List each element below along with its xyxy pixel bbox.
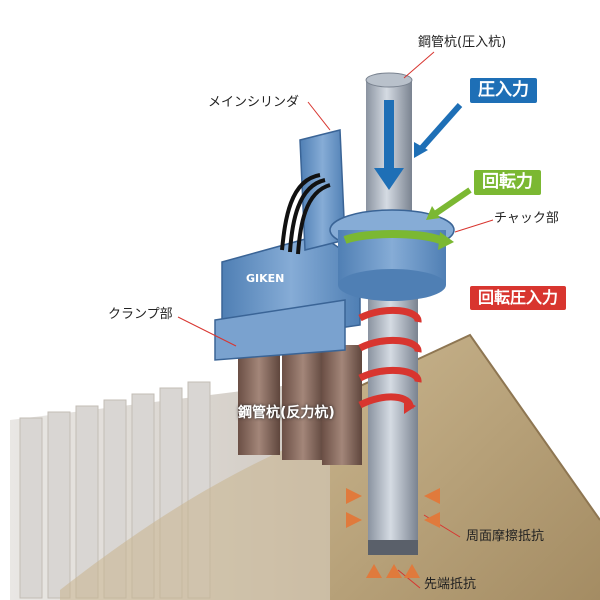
- rotary-spiral: [358, 306, 422, 409]
- label-tip-resistance: 先端抵抗: [424, 577, 477, 592]
- label-chuck: チャック部: [494, 211, 559, 226]
- spiral-arrowhead: [404, 400, 416, 414]
- rotation-arrow: [343, 187, 472, 250]
- tag-press-in-force: 圧入力: [470, 78, 537, 103]
- press-in-arrow: [374, 100, 463, 190]
- tip-resistance-arrows: [366, 564, 420, 578]
- reaction-piles: [238, 345, 362, 465]
- tag-rotary-press-in-force: 回転圧入力: [470, 286, 567, 310]
- label-main-cylinder: メインシリンダ: [208, 95, 300, 110]
- label-steel-pipe-pile: 鋼管杭(圧入杭): [418, 35, 507, 50]
- label-skin-friction: 周面摩擦抵抗: [466, 529, 545, 544]
- label-reaction-pile: 鋼管杭(反力杭): [238, 405, 335, 421]
- giken-logo: GIKEN: [246, 272, 284, 285]
- label-clamp: クランプ部: [108, 307, 173, 322]
- tag-rotation-force: 回転力: [474, 170, 541, 195]
- press-machine: [214, 129, 455, 361]
- skin-friction-arrows: [346, 488, 440, 528]
